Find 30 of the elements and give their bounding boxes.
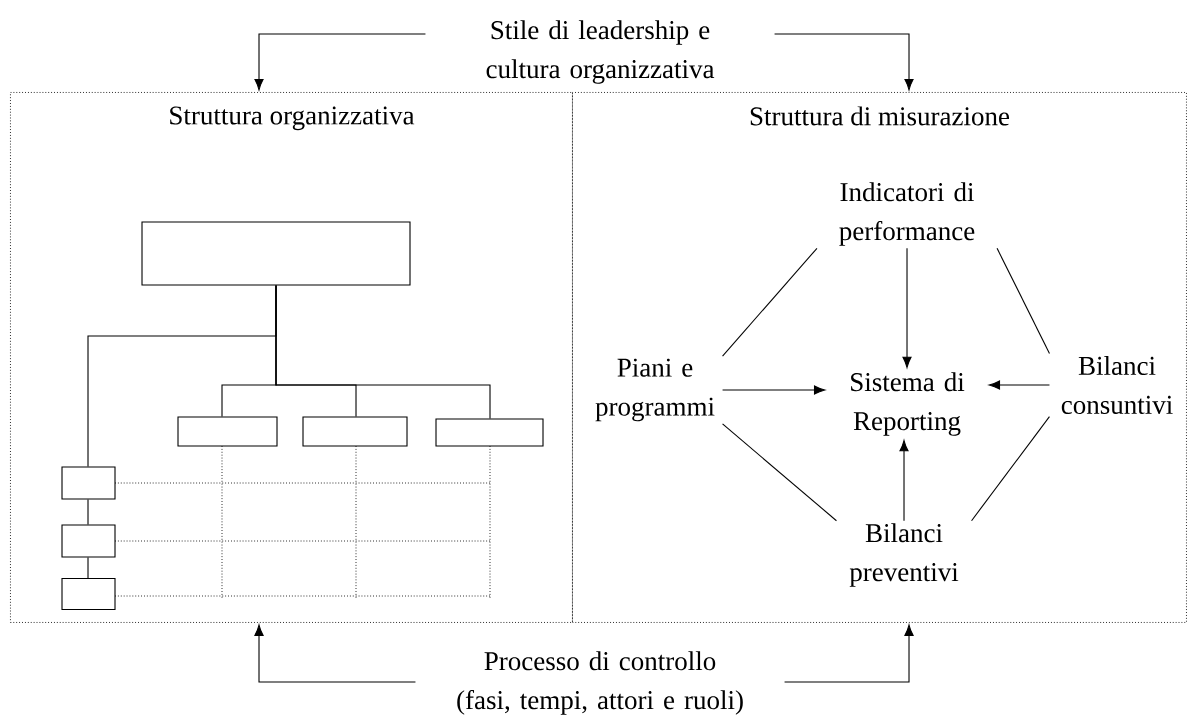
concept-label: Sistema di Reporting [851,372,965,436]
org-chart-box [302,416,408,447]
org-chart-box [61,524,116,558]
concept-label: Piani e programmi [595,358,715,422]
connector-line [87,557,89,579]
arrow [774,33,914,91]
connector-line [722,423,837,522]
arrow [784,624,914,683]
arrow [254,33,426,91]
connector-line [996,247,1050,354]
arrow [902,247,912,368]
concept-label: Indicatori di performance [839,182,975,246]
org-chart-box [141,221,411,286]
org-chart-box [61,466,116,500]
concept-label: Bilanci preventivi [849,523,959,587]
connector-line [87,285,277,467]
caption-text: Processo di controllo (fasi, tempi, attori e ruoli) [457,651,743,715]
arrow [988,380,1050,390]
connector-line [87,499,89,525]
panel: Struttura organizzativa [10,92,573,623]
arrow [899,440,909,522]
connector-line [971,416,1050,522]
org-chart-box [177,416,278,447]
org-chart-box [61,577,116,611]
org-chart-box [435,418,544,447]
arrow [254,624,416,683]
connector-line [722,247,818,357]
caption-text: Stile di leadership e cultura organizzativa [486,20,715,84]
concept-label: Bilanci consuntivi [1061,356,1173,414]
arrow [722,385,826,395]
